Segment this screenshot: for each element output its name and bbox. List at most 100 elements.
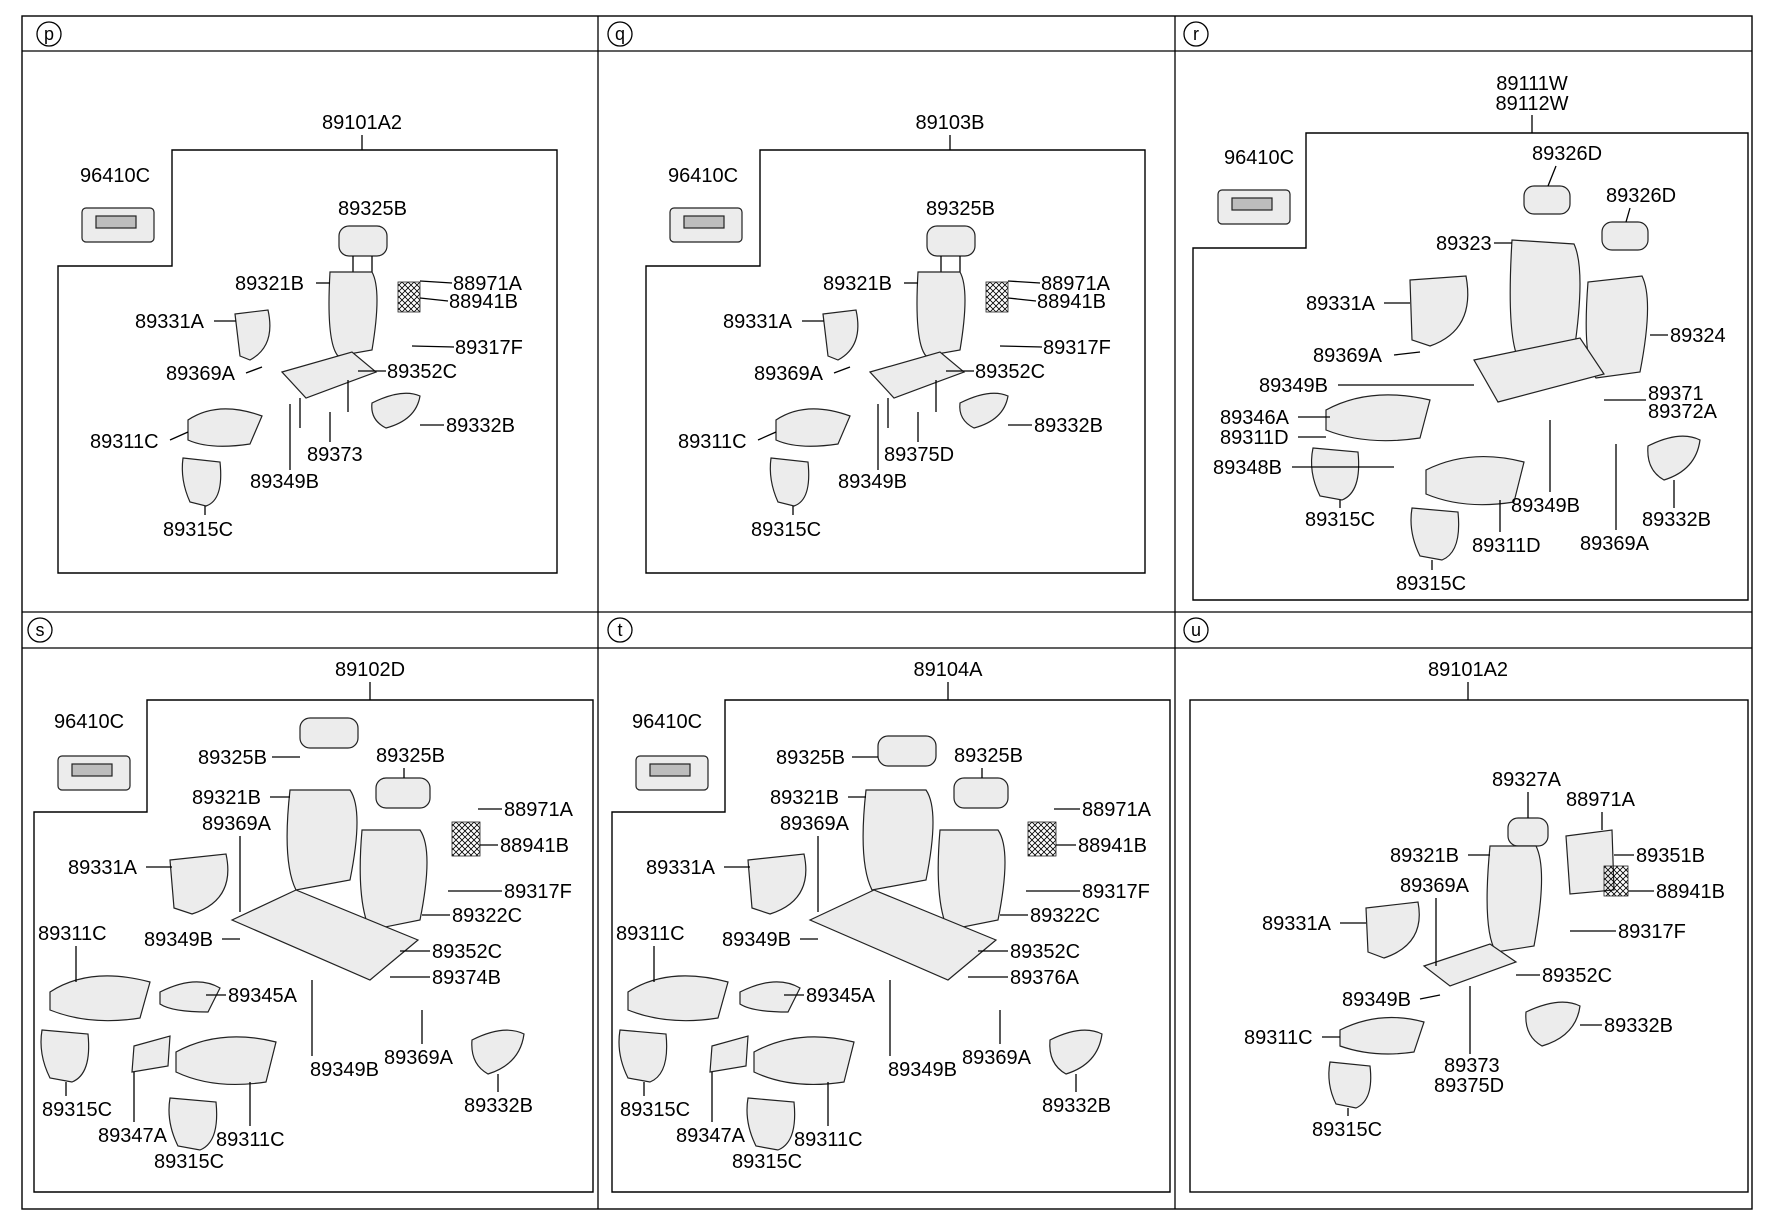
part-label-89315c: 89315C (751, 519, 821, 541)
part-label-89315c: 89315C (1312, 1119, 1382, 1141)
mesh-net-part (451, 821, 481, 857)
part-label-88971a: 88971A (504, 799, 574, 821)
part-label-89317f: 89317F (1082, 881, 1150, 903)
seatback-part (286, 789, 358, 891)
part-label-89311c: 89311C (616, 923, 685, 945)
part-label-89322c: 89322C (1030, 905, 1100, 927)
part-label-88971a: 88971A (1082, 799, 1152, 821)
cover-part (1310, 447, 1360, 501)
headrest-part (338, 225, 388, 272)
cover-part (181, 457, 222, 507)
part-label-89376a: 89376A (1010, 967, 1080, 989)
part-label-89315c: 89315C (163, 519, 233, 541)
switch-part (57, 755, 131, 791)
switch-part (635, 755, 709, 791)
switch-part (81, 207, 155, 243)
part-label-89325b: 89325B (198, 747, 267, 769)
cushion-part (775, 408, 851, 447)
panel-letter: u (1191, 620, 1201, 640)
part-label-89327a: 89327A (1492, 769, 1562, 791)
part-label-96410c: 96410C (632, 711, 702, 733)
part-label-89352c: 89352C (387, 361, 457, 383)
assembly-frame (1189, 699, 1749, 1193)
cushion-part (175, 1036, 277, 1086)
part-label-89315c: 89315C (732, 1151, 802, 1173)
panel-t: t 89104A 96410C 89325B 89325B 89321B 893… (607, 617, 1171, 1193)
trim-part (709, 1035, 749, 1073)
part-label-89369a: 89369A (962, 1047, 1032, 1069)
part-label-89321b: 89321B (1390, 845, 1459, 867)
part-label-89315c: 89315C (1305, 509, 1375, 531)
part-label-89311c: 89311C (794, 1129, 863, 1151)
panel-q: q 89103B 96410C 89325B 89321B 88971A 889… (607, 21, 1146, 574)
part-label-96410c: 96410C (80, 165, 150, 187)
part-label-89325b: 89325B (776, 747, 845, 769)
panel-u: u 89101A2 89327A 88971A 89321B 89351B 89… (1183, 617, 1749, 1193)
part-label-89325b: 89325B (926, 198, 995, 220)
cushion-part (1339, 1016, 1425, 1055)
part-label-89332b: 89332B (1042, 1095, 1111, 1117)
part-label-89371: 89371 (1648, 383, 1704, 405)
assembly-frame (611, 699, 1171, 1193)
part-label-88971a: 88971A (1566, 789, 1636, 811)
seat-frame-part (1473, 337, 1605, 403)
part-label-88941b: 88941B (449, 291, 518, 313)
part-label-89311c: 89311C (1244, 1027, 1313, 1049)
part-label-89311d: 89311D (1472, 535, 1541, 557)
side-cover-part (1049, 1029, 1103, 1075)
part-label-89375d: 89375D (1434, 1075, 1504, 1097)
seat-frame-part (1422, 943, 1518, 987)
armrest-part (159, 981, 221, 1013)
part-label-89349b: 89349B (722, 929, 791, 951)
cover-part (618, 1029, 668, 1083)
assembly-number: 89101A2 (1428, 659, 1508, 681)
part-label-89332b: 89332B (1034, 415, 1103, 437)
part-label-89326d: 89326D (1532, 143, 1602, 165)
part-label-89311c: 89311C (90, 431, 159, 453)
part-label-88971a: 88971A (453, 273, 523, 295)
part-label-89322c: 89322C (452, 905, 522, 927)
headrest-part (926, 225, 976, 272)
part-label-89373: 89373 (1444, 1055, 1500, 1077)
assembly-frame (57, 149, 558, 574)
part-label-89375d: 89375D (884, 444, 954, 466)
headrest-part (299, 717, 359, 749)
part-label-89369a: 89369A (1400, 875, 1470, 897)
seatback-part (937, 829, 1006, 931)
assembly-number: 89101A2 (322, 112, 402, 134)
headrest-part (375, 777, 431, 809)
part-label-88941b: 88941B (500, 835, 569, 857)
part-label-89349b: 89349B (1259, 375, 1328, 397)
headrest-part (1507, 817, 1549, 847)
part-label-88941b: 88941B (1656, 881, 1725, 903)
seat-frame-part (230, 889, 420, 981)
seat-frame-part (808, 889, 998, 981)
cushion-part (1325, 394, 1431, 442)
armrest-part (1365, 901, 1420, 959)
assembly-number: 89103B (916, 112, 985, 134)
part-label-89331a: 89331A (646, 857, 716, 879)
part-label-89331a: 89331A (723, 311, 793, 333)
headrest-part (1601, 221, 1649, 251)
panel-s: s 89102D 96410C 89325B 89325B 89321B 893… (27, 617, 594, 1193)
assembly-number-2: 89112W (1495, 93, 1568, 115)
part-label-89369a: 89369A (754, 363, 824, 385)
panel-letter: r (1193, 24, 1199, 44)
part-label-89325b: 89325B (376, 745, 445, 767)
part-label-89351b: 89351B (1636, 845, 1705, 867)
seat-frame-part (868, 351, 966, 428)
cover-part (769, 457, 810, 507)
armrest-part (1409, 275, 1469, 347)
part-label-89317f: 89317F (504, 881, 572, 903)
part-label-89369a: 89369A (780, 813, 850, 835)
switch-part (1217, 189, 1291, 225)
cushion-part (753, 1036, 855, 1086)
part-label-89326d: 89326D (1606, 185, 1676, 207)
part-label-96410c: 96410C (668, 165, 738, 187)
part-label-89324: 89324 (1670, 325, 1726, 347)
part-label-89352c: 89352C (975, 361, 1045, 383)
cushion-part (187, 408, 263, 447)
part-label-89369a: 89369A (166, 363, 236, 385)
side-cover-part (371, 392, 421, 429)
